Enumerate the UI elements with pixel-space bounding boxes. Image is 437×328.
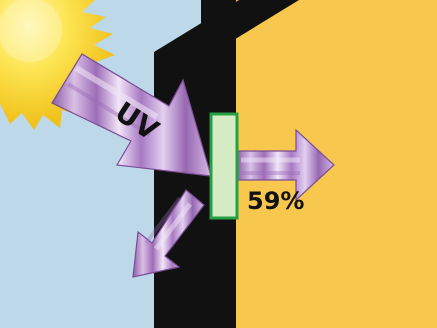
window-glass bbox=[211, 114, 237, 218]
transmitted-percent-label: 59% bbox=[247, 187, 304, 215]
